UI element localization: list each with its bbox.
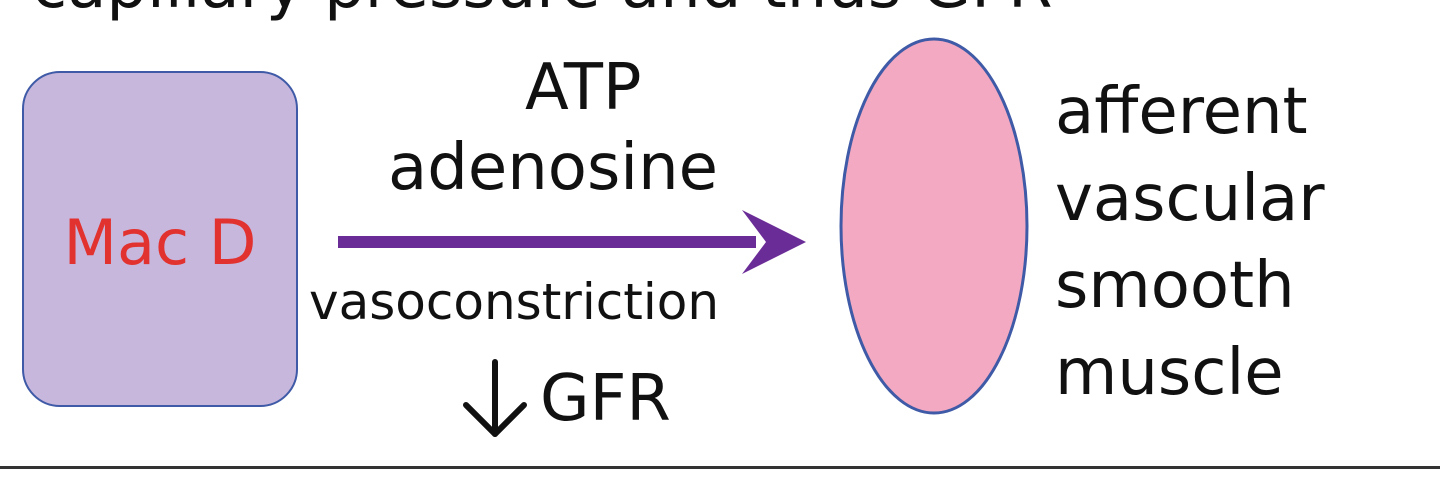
- atp-label: ATP: [525, 51, 642, 125]
- target-label-line-1: afferent: [1055, 75, 1308, 149]
- bottom-divider: [0, 466, 1440, 469]
- target-label-line-4: muscle: [1055, 336, 1284, 410]
- macula-densa-box: Mac D: [22, 71, 298, 407]
- afferent-smooth-muscle-cell: [839, 37, 1029, 415]
- adenosine-label: adenosine: [388, 131, 718, 205]
- signal-arrow-head: [742, 210, 806, 274]
- gfr-change-label: GFR: [458, 356, 671, 442]
- down-arrow-icon: [463, 359, 527, 437]
- target-label-line-3: smooth: [1055, 249, 1295, 323]
- signal-arrow: [338, 210, 806, 274]
- vasoconstriction-label: vasoconstriction: [309, 273, 720, 331]
- gfr-label: GFR: [540, 362, 671, 436]
- target-label-line-2: vascular: [1055, 162, 1325, 236]
- clipped-header-text: capillary pressure and thus GFR: [32, 0, 1052, 18]
- macula-densa-label: Mac D: [63, 206, 257, 279]
- target-label: afferent vascular smooth muscle: [1055, 69, 1325, 417]
